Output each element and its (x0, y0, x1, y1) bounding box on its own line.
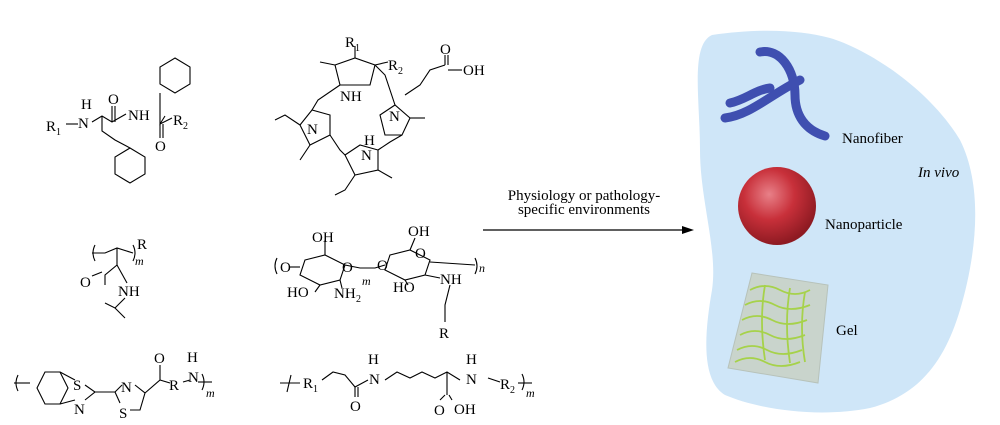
oh-label: OH (312, 230, 334, 246)
h-label: H (466, 352, 477, 368)
n-label: N (78, 116, 89, 132)
s-label: S (119, 406, 127, 422)
porphyrin-structure: R 1 R 2 NH N N H N O OH (274, 35, 485, 196)
n-label: N (361, 148, 372, 164)
oh-label: OH (463, 63, 485, 79)
nh2-label: NH (334, 286, 356, 302)
nh-label: NH (340, 89, 362, 105)
in-vivo-panel: Nanofiber In vivo Nanoparticle Gel (697, 30, 976, 413)
o-label: O (440, 42, 451, 58)
o-label: O (415, 246, 426, 262)
chitosan-structure: OH O O m HO NH 2 OH O O NH HO n R (274, 224, 485, 342)
h-label: H (187, 350, 198, 366)
oh-label: OH (408, 224, 430, 240)
oh-label: OH (454, 402, 476, 418)
nanofiber-label: Nanofiber (842, 131, 903, 147)
arrow-label-line1: Physiology or pathology- (508, 188, 661, 204)
o-label: O (155, 139, 166, 155)
arrow-label-line2: specific environments (518, 202, 650, 218)
s-label: S (73, 378, 81, 394)
dipeptide-structure: R 1 H N O NH R 2 O (46, 57, 191, 184)
o-label: O (342, 260, 353, 276)
r2-label: R (500, 377, 510, 393)
phenyl-ring (159, 57, 191, 94)
pnipam-structure: R m O NH (80, 237, 147, 319)
o-label: O (434, 403, 445, 419)
r1-sub: 1 (355, 43, 360, 54)
m-label: m (362, 274, 371, 288)
n-label: N (307, 122, 318, 138)
r-label: R (137, 237, 147, 253)
luciferin-polymer-structure: S N N S O R H N m (14, 350, 215, 422)
n-label: N (121, 380, 132, 396)
n-label: N (188, 370, 199, 386)
transformation-arrow: Physiology or pathology- specific enviro… (483, 188, 694, 234)
r2-sub: 2 (398, 66, 403, 77)
h-label: H (364, 133, 375, 149)
n-label: N (466, 372, 477, 388)
nh2-sub: 2 (356, 294, 361, 305)
ho-label: HO (393, 280, 415, 296)
r1-sub: 1 (56, 127, 61, 138)
o-label: O (350, 399, 361, 415)
r2-label: R (388, 58, 398, 74)
r-label: R (439, 326, 449, 342)
r2-sub: 2 (183, 121, 188, 132)
r1-label: R (345, 35, 355, 51)
phenyl-ring (114, 147, 146, 184)
o-label: O (377, 258, 388, 274)
nanoparticle-label: Nanoparticle (825, 217, 903, 233)
nh-label: NH (128, 108, 150, 124)
n-label: N (389, 109, 400, 125)
nh-label: NH (118, 284, 140, 300)
o-label: O (80, 275, 91, 291)
m-label: m (526, 386, 535, 400)
lysine-polymer-structure: R 1 H N O H N R 2 m O OH (280, 352, 535, 419)
n-label: N (74, 402, 85, 418)
o-label: O (154, 351, 165, 367)
h-label: H (81, 97, 92, 113)
nanofiber-icon (720, 47, 830, 141)
r2-sub: 2 (510, 385, 515, 396)
gel-icon (727, 272, 829, 384)
nanoparticle-icon (738, 167, 816, 245)
ho-label: HO (287, 285, 309, 301)
h-label: H (368, 352, 379, 368)
r1-label: R (46, 119, 56, 135)
r-label: R (169, 378, 179, 394)
in-vivo-label: In vivo (917, 165, 960, 181)
r1-label: R (303, 376, 313, 392)
gel-label: Gel (836, 323, 858, 339)
n-label: n (479, 261, 485, 275)
m-label: m (206, 386, 215, 400)
m-label: m (135, 254, 144, 268)
o-label: O (280, 260, 291, 276)
o-label: O (108, 92, 119, 108)
r1-sub: 1 (313, 384, 318, 395)
nh-label: NH (440, 272, 462, 288)
n-label: N (369, 372, 380, 388)
r2-label: R (173, 113, 183, 129)
